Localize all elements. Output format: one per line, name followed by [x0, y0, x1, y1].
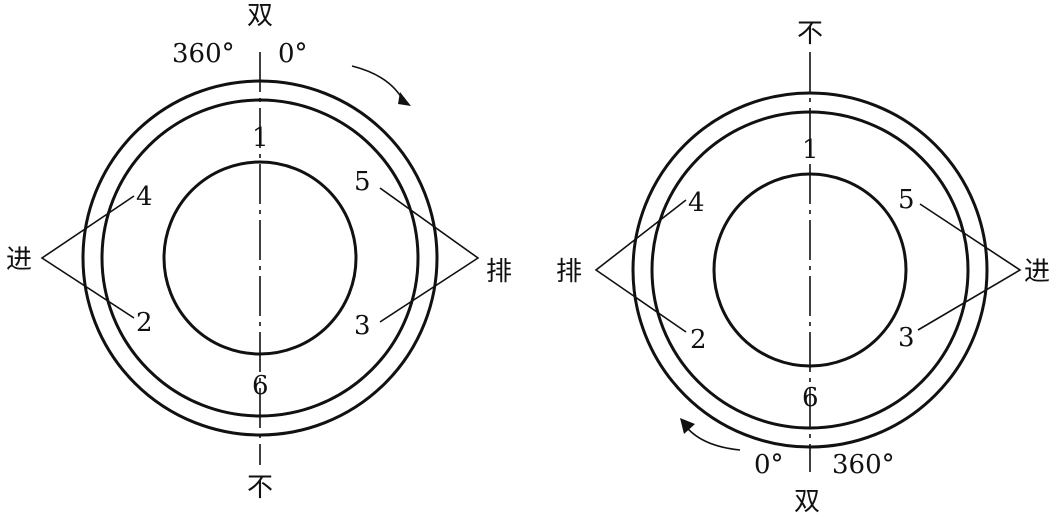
left-angle-0: 0° [278, 39, 308, 69]
right-intake-label: 进 [1024, 257, 1050, 287]
right-cyl-1: 1 [802, 135, 819, 165]
right-cyl-6: 6 [802, 383, 819, 413]
left-exhaust-leader [379, 187, 480, 323]
left-bottom-label: 不 [247, 473, 273, 503]
left-rotation-arrowhead-icon [398, 92, 411, 106]
left-cyl-1: 1 [252, 123, 269, 153]
left-exhaust-label: 排 [486, 257, 512, 287]
left-intake-label: 进 [6, 245, 32, 275]
right-cyl-5: 5 [898, 185, 915, 215]
left-cyl-2: 2 [136, 308, 153, 338]
left-top-label: 双 [247, 1, 273, 31]
right-cyl-2: 2 [690, 325, 707, 355]
left-angle-360: 360° [172, 39, 235, 69]
left-cyl-4: 4 [136, 182, 153, 212]
left-cyl-5: 5 [354, 167, 371, 197]
right-cyl-3: 3 [898, 323, 915, 353]
right-intake-leader [917, 203, 1022, 331]
left-rotation-arrow-icon [351, 65, 406, 105]
right-cyl-4: 4 [688, 188, 705, 218]
left-intake-leader [40, 195, 135, 319]
right-top-label: 不 [797, 19, 823, 49]
right-bottom-label: 双 [794, 487, 820, 517]
right-angle-360: 360° [832, 450, 895, 480]
right-angle-0: 0° [754, 450, 784, 480]
left-cyl-3: 3 [354, 311, 371, 341]
right-exhaust-label: 排 [556, 257, 582, 287]
right-rotation-arrowhead-icon [680, 418, 695, 434]
right-exhaust-leader [594, 199, 687, 333]
left-cyl-6: 6 [252, 371, 269, 401]
left-diagram: 双 360° 0° 1 4 2 5 3 6 进 排 不 [6, 1, 512, 503]
right-diagram: 不 1 4 2 5 3 6 排 进 0° 360° 双 [556, 19, 1050, 517]
